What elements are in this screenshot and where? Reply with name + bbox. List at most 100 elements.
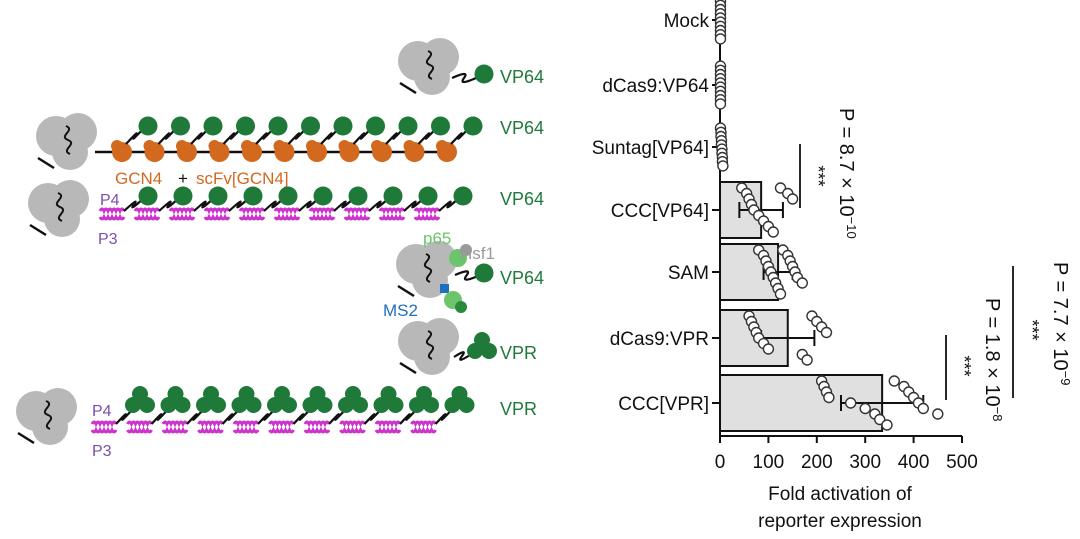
- guide-rna: [55, 192, 65, 222]
- linker: [320, 127, 340, 145]
- dcas9-row4: [396, 241, 457, 298]
- category-label: SAM: [668, 263, 709, 284]
- data-point: [767, 226, 779, 238]
- label-vp64-row3: VP64: [500, 189, 544, 209]
- linker: [328, 409, 346, 425]
- vpr-ccc: [338, 386, 368, 413]
- linker: [352, 127, 373, 145]
- vpr-lobe: [167, 386, 184, 402]
- x-tick-label: 0: [715, 452, 726, 473]
- coiled-coil: [374, 426, 402, 434]
- vp64-suntag: [301, 116, 320, 136]
- linker: [434, 409, 453, 425]
- coiled-coil: [168, 213, 196, 221]
- gcn4-scfv: [111, 140, 123, 152]
- data-point: [844, 397, 857, 409]
- data-point: [786, 193, 799, 205]
- label-plus: +: [178, 169, 188, 188]
- vpr-lobe: [132, 386, 148, 402]
- data-point: [859, 402, 871, 415]
- linker: [228, 197, 250, 212]
- hsf1-domain: [460, 244, 472, 256]
- coiled-coil: [303, 420, 331, 428]
- vpr-lobe: [474, 332, 490, 348]
- data-point: [774, 288, 787, 300]
- dna-strand: [37, 156, 55, 170]
- vp64-ccc: [418, 186, 438, 206]
- p-value-exponent: −10: [845, 217, 860, 239]
- vp64-ccc: [383, 186, 403, 206]
- vp64-suntag: [463, 116, 483, 136]
- coiled-coil: [308, 213, 336, 221]
- vpr-ccc: [160, 386, 191, 413]
- linker: [255, 127, 275, 145]
- dcas9-row2: [36, 113, 97, 170]
- guide-rna: [425, 330, 435, 360]
- label-p65: p65: [423, 229, 451, 248]
- label-p3-row3: P3: [98, 231, 118, 248]
- category-label: dCas9:VPR: [610, 329, 709, 350]
- ms2-domain: [440, 284, 449, 293]
- p-value-label: P = 8.7 × 10−10: [835, 108, 860, 239]
- dcas9-lobe: [412, 262, 448, 298]
- significance-label: ***P = 7.7 × 10−9: [1022, 262, 1074, 385]
- coiled-coil: [339, 420, 366, 428]
- linker: [287, 127, 308, 145]
- coiled-coil: [197, 426, 224, 434]
- hsf1-domain: [455, 301, 467, 313]
- vp64-suntag: [333, 116, 353, 136]
- linker: [221, 409, 240, 425]
- linker: [193, 197, 215, 212]
- coiled-coil: [126, 426, 153, 434]
- label-hsf1: Hsf1: [460, 244, 495, 263]
- vpr-ccc: [196, 386, 226, 413]
- dcas9-row1: [398, 38, 459, 95]
- coiled-coil: [410, 420, 437, 428]
- linker: [125, 127, 145, 145]
- linker: [292, 409, 311, 425]
- dna-strand: [17, 431, 35, 445]
- dcas9-row6: [16, 388, 77, 445]
- significance-label: ***P = 1.8 × 10−8: [954, 298, 1006, 421]
- dcas9-lobe: [32, 409, 68, 445]
- dna-strand: [399, 361, 417, 375]
- dna-strand: [399, 81, 417, 95]
- coiled-coil: [273, 213, 301, 221]
- vp64-suntag: [398, 116, 418, 136]
- category-label: CCC[VPR]: [618, 394, 709, 415]
- vpr-lobe: [345, 386, 361, 402]
- data-point: [888, 375, 900, 387]
- coiled-coil: [90, 426, 118, 434]
- coiled-coil: [378, 213, 406, 221]
- coiled-coil: [343, 213, 371, 221]
- linker: [450, 127, 470, 145]
- vp64-suntag: [268, 116, 288, 136]
- vpr-ccc: [373, 386, 404, 413]
- coiled-coil: [268, 426, 295, 434]
- category-label: dCas9:VP64: [602, 76, 709, 97]
- linker: [368, 197, 390, 212]
- coiled-coil: [133, 213, 161, 221]
- coiled-coil: [238, 207, 266, 215]
- linker: [157, 127, 178, 145]
- linker: [438, 197, 460, 212]
- gcn4-scfv: [403, 140, 416, 152]
- dna-strand: [397, 284, 415, 298]
- guide-rna: [63, 125, 73, 155]
- p-value-label: P = 1.8 × 10−8: [981, 298, 1006, 421]
- data-point: [823, 391, 835, 404]
- coiled-coil: [203, 207, 231, 215]
- p-value-label: P = 7.7 × 10−9: [1049, 262, 1074, 385]
- data-point: [717, 160, 729, 172]
- linker: [333, 197, 355, 212]
- vpr-lobe: [274, 386, 290, 402]
- gcn4-scfv: [208, 140, 221, 152]
- vpr-ccc: [444, 386, 475, 413]
- label-vpr-row5: VPR: [500, 343, 537, 363]
- data-point: [714, 98, 727, 110]
- vpr-lobe: [203, 386, 219, 402]
- vpr-lobe: [309, 386, 326, 402]
- coiled-coil: [374, 420, 402, 428]
- label-p3-row6: P3: [92, 443, 112, 460]
